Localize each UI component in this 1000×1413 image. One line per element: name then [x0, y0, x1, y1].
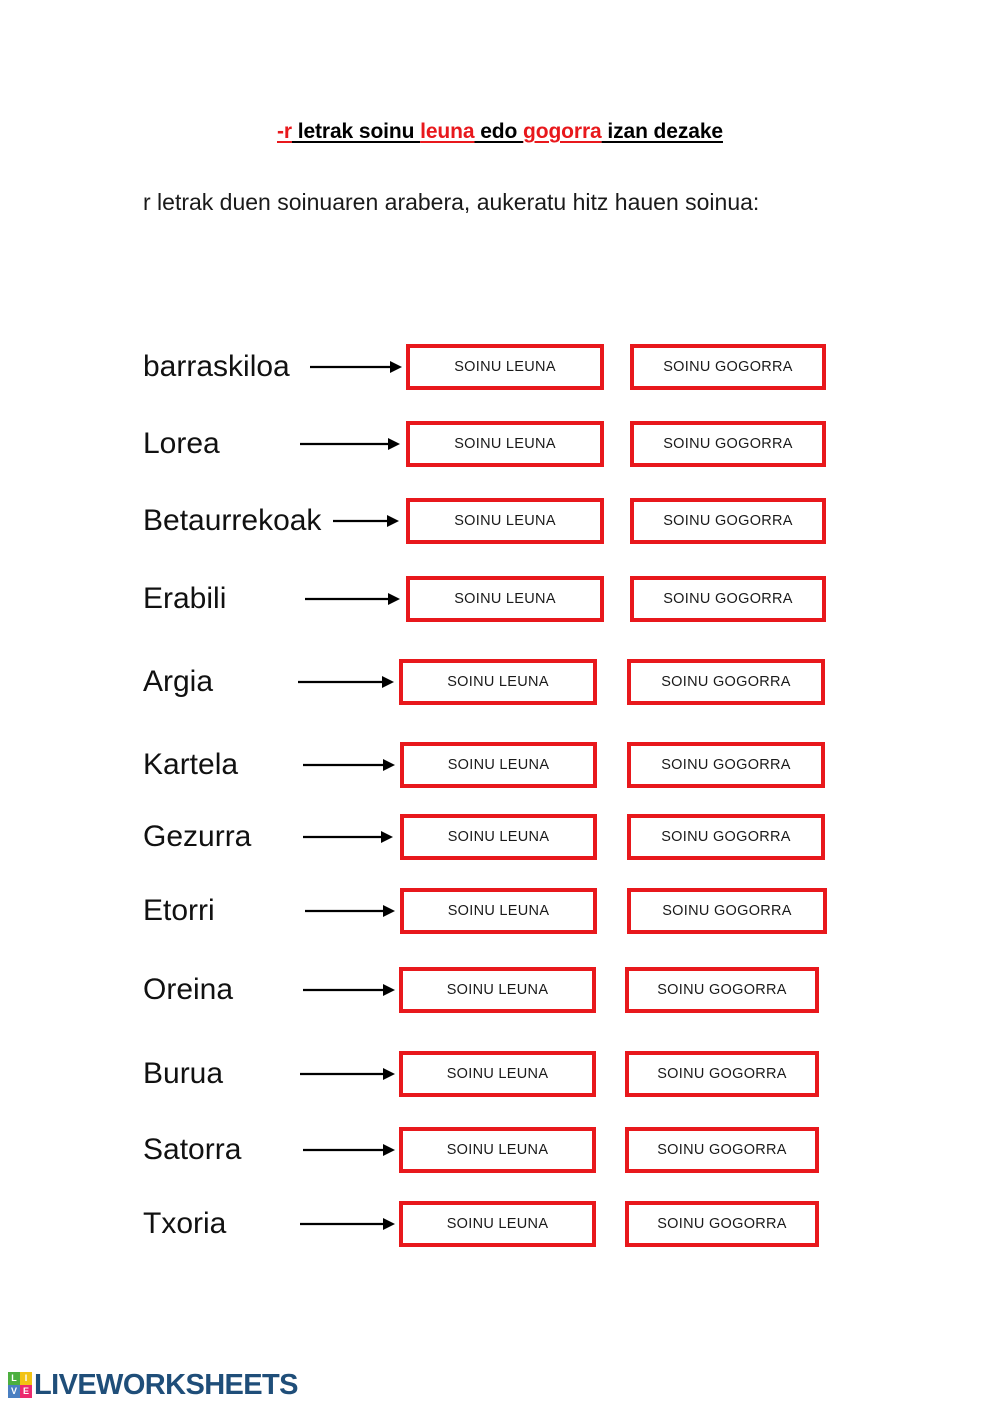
- option-soinu-gogorra-label: SOINU GOGORRA: [661, 829, 791, 845]
- option-soinu-gogorra-label: SOINU GOGORRA: [663, 359, 793, 375]
- option-soinu-leuna-label: SOINU LEUNA: [447, 903, 550, 919]
- logo-tile-l-icon: L: [8, 1372, 20, 1385]
- word-label: Gezurra: [143, 820, 252, 853]
- word-label: Betaurrekoak: [143, 504, 322, 537]
- option-soinu-gogorra-label: SOINU GOGORRA: [657, 1066, 787, 1082]
- exercise-row: Burua SOINU LEUNA SOINU GOGORRA: [0, 1051, 1000, 1129]
- word-label: Satorra: [143, 1133, 242, 1166]
- exercise-row: Erabili SOINU LEUNA SOINU GOGORRA: [0, 576, 1000, 654]
- option-soinu-leuna[interactable]: SOINU LEUNA: [399, 659, 597, 705]
- option-soinu-gogorra-label: SOINU GOGORRA: [663, 436, 793, 452]
- option-soinu-gogorra[interactable]: SOINU GOGORRA: [627, 814, 825, 860]
- option-soinu-leuna[interactable]: SOINU LEUNA: [400, 742, 597, 788]
- arrow-icon: [310, 361, 402, 373]
- option-soinu-leuna-label: SOINU LEUNA: [454, 359, 556, 375]
- exercise-row: Gezurra SOINU LEUNA SOINU GOGORRA: [0, 814, 1000, 892]
- arrow-icon: [300, 438, 400, 450]
- exercise-row: Betaurrekoak SOINU LEUNA SOINU GOGORRA: [0, 498, 1000, 576]
- option-soinu-gogorra-label: SOINU GOGORRA: [657, 1216, 787, 1232]
- liveworksheets-wordmark: LIVEWORKSHEETS: [34, 1369, 299, 1401]
- option-soinu-leuna[interactable]: SOINU LEUNA: [400, 888, 597, 934]
- arrow-icon: [303, 984, 395, 996]
- option-soinu-gogorra[interactable]: SOINU GOGORRA: [630, 421, 826, 467]
- arrow-icon: [305, 905, 395, 917]
- option-soinu-gogorra-label: SOINU GOGORRA: [663, 513, 793, 529]
- arrow-icon: [305, 593, 400, 605]
- option-soinu-leuna[interactable]: SOINU LEUNA: [399, 1127, 596, 1173]
- option-soinu-leuna-label: SOINU LEUNA: [447, 674, 549, 690]
- arrow-icon: [333, 515, 399, 527]
- exercise-row: Lorea SOINU LEUNA SOINU GOGORRA: [0, 421, 1000, 499]
- option-soinu-leuna[interactable]: SOINU LEUNA: [399, 1051, 596, 1097]
- exercise-row: Etorri SOINU LEUNA SOINU GOGORRA: [0, 888, 1000, 966]
- logo-tile-i-icon: I: [20, 1372, 32, 1385]
- option-soinu-gogorra-label: SOINU GOGORRA: [661, 757, 791, 773]
- option-soinu-leuna-label: SOINU LEUNA: [446, 1066, 549, 1082]
- title-segment-4: gogorra: [522, 120, 602, 143]
- page-title: -r letrak soinu leuna edo gogorra izan d…: [0, 120, 1000, 144]
- option-soinu-gogorra[interactable]: SOINU GOGORRA: [627, 888, 827, 934]
- exercise-row: barraskiloa SOINU LEUNA SOINU GOGORRA: [0, 344, 1000, 422]
- option-soinu-leuna[interactable]: SOINU LEUNA: [406, 576, 604, 622]
- option-soinu-leuna-label: SOINU LEUNA: [454, 436, 556, 452]
- word-label: Erabili: [143, 582, 227, 615]
- option-soinu-leuna-label: SOINU LEUNA: [446, 982, 549, 998]
- arrow-icon: [303, 1144, 395, 1156]
- exercise-row: Satorra SOINU LEUNA SOINU GOGORRA: [0, 1127, 1000, 1205]
- option-soinu-gogorra-label: SOINU GOGORRA: [657, 1142, 787, 1158]
- logo-tile-e-icon: E: [20, 1385, 32, 1398]
- option-soinu-gogorra-label: SOINU GOGORRA: [661, 674, 791, 690]
- option-soinu-leuna-label: SOINU LEUNA: [447, 829, 550, 845]
- word-label: Etorri: [143, 894, 215, 927]
- logo-tile-v-icon: V: [8, 1385, 20, 1398]
- word-label: Burua: [143, 1057, 224, 1090]
- word-label: Oreina: [143, 973, 234, 1006]
- word-label: Lorea: [143, 427, 220, 460]
- option-soinu-leuna[interactable]: SOINU LEUNA: [406, 421, 604, 467]
- title-segment-5: izan dezake: [601, 120, 723, 143]
- arrow-icon: [300, 1218, 395, 1230]
- title-segment-0: -r: [277, 120, 292, 143]
- option-soinu-leuna-label: SOINU LEUNA: [446, 1142, 549, 1158]
- word-label: Kartela: [143, 748, 239, 781]
- exercise-row: Kartela SOINU LEUNA SOINU GOGORRA: [0, 742, 1000, 820]
- option-soinu-leuna-label: SOINU LEUNA: [447, 757, 550, 773]
- option-soinu-leuna[interactable]: SOINU LEUNA: [399, 1201, 596, 1247]
- option-soinu-leuna[interactable]: SOINU LEUNA: [399, 967, 596, 1013]
- option-soinu-leuna[interactable]: SOINU LEUNA: [406, 344, 604, 390]
- option-soinu-gogorra[interactable]: SOINU GOGORRA: [625, 1201, 819, 1247]
- option-soinu-leuna-label: SOINU LEUNA: [446, 1216, 549, 1232]
- option-soinu-gogorra-label: SOINU GOGORRA: [663, 591, 793, 607]
- word-label: Txoria: [143, 1207, 227, 1240]
- option-soinu-leuna[interactable]: SOINU LEUNA: [406, 498, 604, 544]
- exercise-row: Oreina SOINU LEUNA SOINU GOGORRA: [0, 967, 1000, 1045]
- option-soinu-leuna-label: SOINU LEUNA: [454, 591, 556, 607]
- arrow-icon: [303, 831, 393, 843]
- title-segment-3: edo: [474, 120, 523, 143]
- option-soinu-gogorra[interactable]: SOINU GOGORRA: [630, 576, 826, 622]
- arrow-icon: [303, 759, 395, 771]
- option-soinu-gogorra[interactable]: SOINU GOGORRA: [627, 659, 825, 705]
- arrow-icon: [298, 676, 394, 688]
- option-soinu-leuna-label: SOINU LEUNA: [454, 513, 556, 529]
- option-soinu-gogorra-label: SOINU GOGORRA: [657, 982, 787, 998]
- title-segment-2: leuna: [420, 120, 475, 143]
- exercise-row: Txoria SOINU LEUNA SOINU GOGORRA: [0, 1201, 1000, 1279]
- arrow-icon: [300, 1068, 395, 1080]
- option-soinu-gogorra[interactable]: SOINU GOGORRA: [630, 498, 826, 544]
- word-label: barraskiloa: [143, 350, 290, 383]
- option-soinu-gogorra[interactable]: SOINU GOGORRA: [625, 1127, 819, 1173]
- title-segment-1: letrak soinu: [291, 120, 421, 143]
- option-soinu-gogorra[interactable]: SOINU GOGORRA: [627, 742, 825, 788]
- option-soinu-gogorra[interactable]: SOINU GOGORRA: [625, 967, 819, 1013]
- instruction-text: r letrak duen soinuaren arabera, aukerat…: [143, 189, 760, 215]
- option-soinu-gogorra[interactable]: SOINU GOGORRA: [625, 1051, 819, 1097]
- word-label: Argia: [143, 665, 214, 698]
- option-soinu-leuna[interactable]: SOINU LEUNA: [400, 814, 597, 860]
- exercise-row: Argia SOINU LEUNA SOINU GOGORRA: [0, 659, 1000, 737]
- option-soinu-gogorra[interactable]: SOINU GOGORRA: [630, 344, 826, 390]
- option-soinu-gogorra-label: SOINU GOGORRA: [662, 903, 792, 919]
